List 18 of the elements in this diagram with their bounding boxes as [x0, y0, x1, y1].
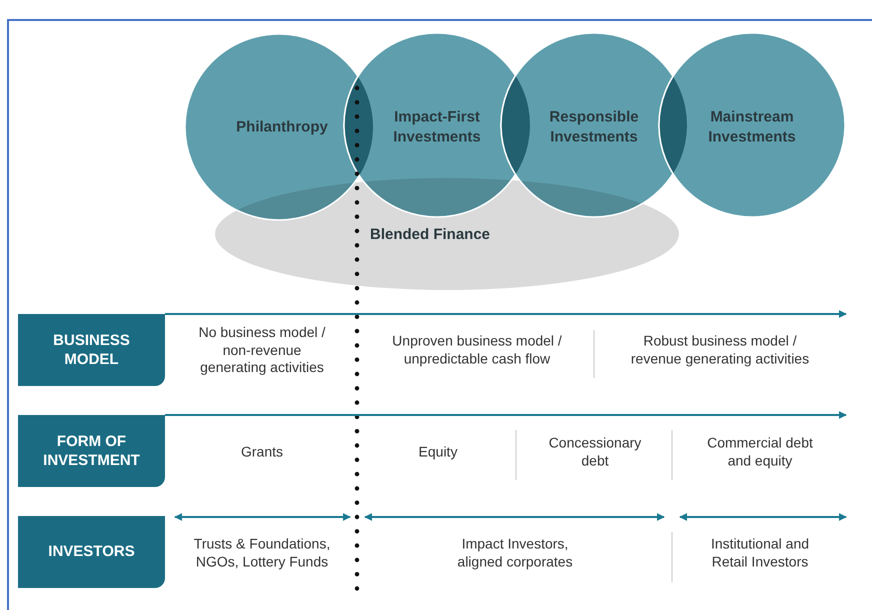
cell-text: Concessionary debt	[548, 434, 642, 470]
category-label: Philanthropy	[212, 117, 352, 137]
cell-text: Trusts & Foundations, NGOs, Lottery Funds	[192, 536, 332, 570]
cell-text: Robust business model / revenue generating activities	[630, 332, 810, 368]
row-header: BUSINESS MODEL	[18, 314, 165, 386]
cell-text: Equity	[418, 443, 458, 461]
cell-text: Grants	[240, 443, 284, 461]
cell-text: Institutional and Retail Investors	[710, 536, 810, 570]
category-label: Impact-First Investments	[367, 108, 507, 146]
category-label: Mainstream Investments	[682, 108, 822, 146]
row-header: INVESTORS	[18, 516, 165, 588]
category-label: Responsible Investments	[524, 108, 664, 146]
cell-text: Impact Investors, aligned corporates	[456, 536, 574, 570]
cell-text: No business model / non-revenue generating activities	[198, 324, 326, 376]
row-header: FORM OF INVESTMENT	[18, 415, 165, 487]
cell-text: Unproven business model / unpredictable cash flow	[391, 332, 563, 368]
overlap-label: Blended Finance	[370, 225, 490, 244]
cell-text: Commercial debt and equity	[706, 434, 814, 470]
